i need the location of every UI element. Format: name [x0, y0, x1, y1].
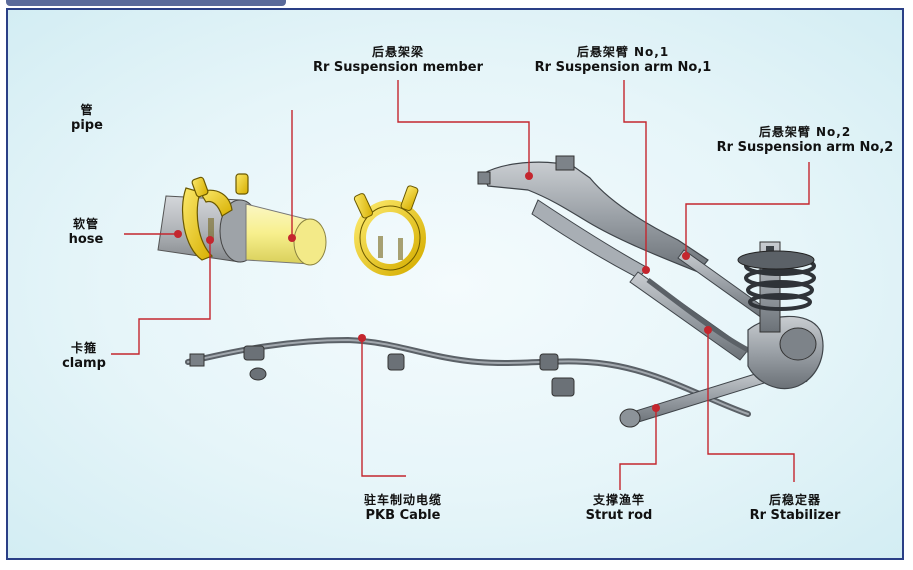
leader-suspension-arm-2	[686, 162, 809, 254]
leader-clamp	[111, 242, 210, 354]
hose-pipe-assembly	[158, 174, 326, 265]
strut-rod-bar	[626, 370, 774, 424]
cable-bracket-3	[540, 354, 558, 370]
label-en: PKB Cable	[338, 508, 468, 524]
label-hose: 软管 hose	[58, 216, 114, 248]
label-en: Rr Suspension arm No,2	[708, 140, 902, 156]
label-zh: 后悬架臂 No,1	[528, 44, 718, 60]
label-en: Rr Suspension member	[308, 60, 488, 76]
label-clamp: 卡箍 clamp	[56, 340, 112, 372]
loose-clamp-tab-1	[353, 193, 373, 219]
header-tab	[6, 0, 286, 6]
leader-lines	[111, 80, 809, 490]
cable-bracket-4	[552, 378, 574, 396]
loose-clamp	[353, 185, 420, 270]
cable-end-fitting	[190, 354, 204, 366]
label-zh: 后悬架梁	[308, 44, 488, 60]
label-en: hose	[58, 232, 114, 248]
label-zh: 卡箍	[56, 340, 112, 356]
label-zh: 支撑渔竿	[564, 492, 674, 508]
pipe-end	[294, 219, 326, 265]
cable-bracket-1	[244, 346, 264, 360]
label-zh: 软管	[58, 216, 114, 232]
label-rear-stabilizer: 后稳定器 Rr Stabilizer	[730, 492, 860, 524]
label-rear-suspension-arm-2: 后悬架臂 No,2 Rr Suspension arm No,2	[708, 124, 902, 156]
label-en: pipe	[62, 118, 112, 134]
loose-clamp-slot-1	[378, 236, 383, 258]
label-zh: 后悬架臂 No,2	[708, 124, 902, 140]
clamp-tab-2	[236, 174, 248, 194]
label-pipe: 管 pipe	[62, 102, 112, 134]
strut-rod-bushing	[620, 409, 640, 427]
diagram-frame: 后悬架梁 Rr Suspension member 后悬架臂 No,1 Rr S…	[6, 8, 904, 560]
label-en: Strut rod	[564, 508, 674, 524]
label-zh: 驻车制动电缆	[338, 492, 468, 508]
label-rear-suspension-member: 后悬架梁 Rr Suspension member	[308, 44, 488, 76]
loose-clamp-tab-2	[400, 185, 419, 211]
suspension-assembly	[478, 156, 823, 427]
label-zh: 后稳定器	[730, 492, 860, 508]
member-mount-2	[478, 172, 490, 184]
cable-bracket-2	[388, 354, 404, 370]
label-en: clamp	[56, 356, 112, 372]
leader-suspension-member	[398, 80, 529, 174]
label-rear-suspension-arm-1: 后悬架臂 No,1 Rr Suspension arm No,1	[528, 44, 718, 76]
label-strut-rod: 支撑渔竿 Strut rod	[564, 492, 674, 524]
spring-seat	[738, 251, 814, 269]
diagram-illustration	[8, 10, 902, 558]
label-en: Rr Stabilizer	[730, 508, 860, 524]
cable-grommet-1	[250, 368, 266, 380]
loose-clamp-slot-2	[398, 238, 403, 260]
label-zh: 管	[62, 102, 112, 118]
label-en: Rr Suspension arm No,1	[528, 60, 718, 76]
label-pkb-cable: 驻车制动电缆 PKB Cable	[338, 492, 468, 524]
suspension-member	[482, 162, 708, 272]
hub	[780, 328, 816, 360]
member-mount-1	[556, 156, 574, 170]
